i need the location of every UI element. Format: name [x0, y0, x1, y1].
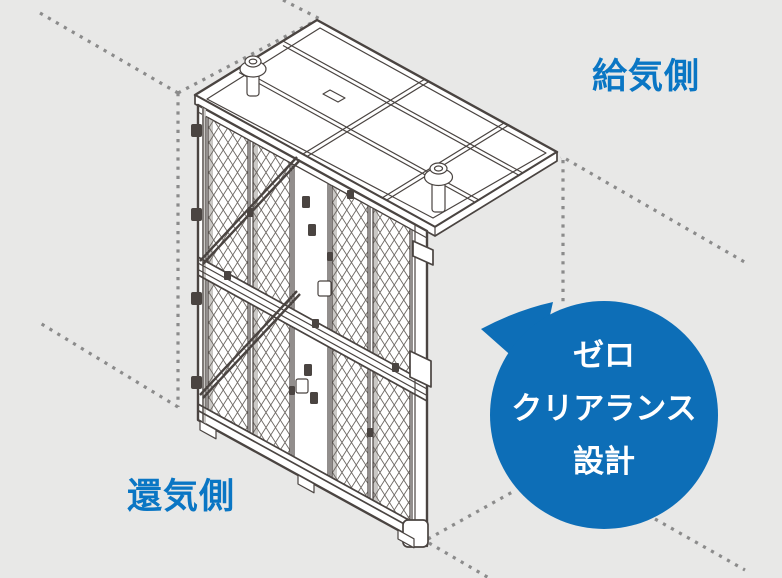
unit-roof: [193, 18, 559, 237]
unit-front-face: [191, 103, 434, 549]
hinge-blocks: [191, 124, 202, 389]
latch-clips: [224, 190, 399, 437]
return-side-label: 還気側: [127, 477, 236, 517]
zero-clearance-callout: ゼロ クリアランス 設計: [490, 330, 718, 489]
lifting-eyebolt-right: [423, 162, 454, 213]
unit-feet: [199, 420, 415, 549]
callout-line-3: 設計: [573, 444, 635, 480]
bubble-circle: [490, 301, 718, 529]
zero-clearance-bubble: [481, 301, 718, 529]
base-rail: [197, 403, 428, 538]
lifting-eyebolt-left: [239, 55, 267, 97]
callout-line-1: ゼロ: [573, 338, 635, 374]
callout-line-2: クリアランス: [511, 391, 697, 427]
right-edge-brackets: [409, 240, 434, 388]
heat-exchange-unit-drawing: [191, 18, 559, 549]
roof-bracket: [322, 89, 346, 103]
clearance-envelope-dashes: [39, 0, 749, 578]
supply-side-label: 給気側: [592, 57, 701, 97]
door-handles: [295, 280, 332, 394]
